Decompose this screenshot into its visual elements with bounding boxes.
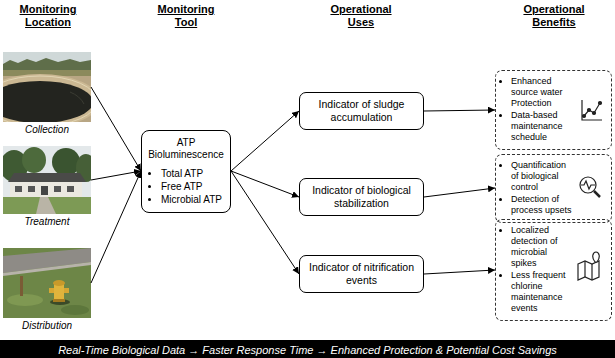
location-caption: Distribution	[22, 320, 72, 332]
line-chart-icon	[599, 102, 602, 105]
distribution-photo	[3, 248, 91, 318]
process-box: Indicator of nitrification events	[299, 255, 424, 293]
connector-arrow	[424, 188, 495, 197]
distribution-photo	[49, 288, 54, 293]
magnifier-icon	[581, 181, 595, 189]
bullet-list: Quantification of biological controlDete…	[500, 160, 575, 216]
distribution-photo	[53, 280, 65, 286]
bullet-list: Localized detection of microbial spikesL…	[500, 225, 575, 314]
treatment-photo	[67, 186, 74, 192]
bullet-item: Detection of process upsets	[511, 194, 575, 216]
map-icon	[593, 252, 599, 262]
tool-heading: ATP Bioluminescence	[147, 137, 225, 161]
distribution-photo	[53, 299, 65, 302]
magnifier-icon	[580, 177, 600, 197]
treatment-photo	[36, 197, 56, 214]
bullet-item: Quantification of biological control	[511, 160, 575, 193]
distribution-photo	[7, 294, 43, 306]
process-box: Indicator of biological stabilization	[299, 178, 424, 216]
distribution-photo	[3, 262, 91, 276]
column-header: Operational Benefits	[514, 3, 594, 29]
treatment-photo	[54, 186, 61, 192]
benefit-box: Localized detection of microbial spikesL…	[495, 219, 612, 321]
location-caption: Treatment	[25, 216, 70, 228]
location-photo: Distribution	[3, 248, 91, 318]
location-photo: Collection	[3, 52, 91, 122]
line-chart-icon	[582, 100, 602, 120]
column-header: Monitoring Location	[8, 3, 88, 29]
location-caption: Collection	[25, 124, 69, 136]
line-chart-icon	[584, 103, 600, 116]
bullet-item: Microbial ATP	[161, 193, 225, 206]
bullet-item: Localized detection of microbial spikes	[511, 225, 575, 269]
column-header: Operational Uses	[321, 3, 401, 29]
connector-arrow	[91, 171, 141, 180]
map-icon	[578, 261, 599, 280]
connector-arrow	[91, 87, 141, 171]
bullet-item: Free ATP	[161, 180, 225, 193]
distribution-photo	[20, 276, 23, 296]
benefit-box: Enhanced source water ProtectionData-bas…	[495, 70, 612, 150]
connector-arrow	[424, 270, 495, 274]
line-chart-icon	[588, 109, 591, 112]
distribution-photo	[61, 305, 89, 315]
bullet-item: Data-based maintenance schedule	[511, 110, 575, 143]
bullet-item: Enhanced source water Protection	[511, 76, 575, 109]
connector-arrow	[91, 171, 141, 283]
collection-photo	[3, 52, 91, 122]
connector-arrow	[424, 110, 495, 111]
treatment-photo	[3, 146, 91, 214]
connector-arrow	[231, 111, 299, 171]
connector-arrow	[231, 171, 299, 197]
line-chart-icon	[583, 115, 586, 118]
map-icon	[578, 252, 599, 280]
box-text: Indicator of sludge accumulation	[306, 98, 417, 124]
bullet-item: Less frequent chlorine maintenance event…	[511, 270, 575, 314]
process-box: Indicator of sludge accumulation	[299, 92, 424, 130]
map-icon	[584, 261, 585, 277]
box-text: Indicator of nitrification events	[306, 261, 417, 287]
collection-photo	[3, 58, 91, 71]
bullet-list: Total ATPFree ATPMicrobial ATP	[147, 167, 225, 206]
summary-band: Real-Time Biological Data → Faster Respo…	[0, 340, 615, 358]
line-chart-icon	[582, 100, 602, 120]
column-header: Monitoring Tool	[146, 3, 226, 29]
treatment-photo	[52, 148, 80, 176]
connector-arrow	[231, 171, 299, 274]
line-chart-icon	[593, 112, 596, 115]
treatment-photo	[28, 186, 35, 192]
magnifier-icon	[594, 191, 600, 197]
bullet-item: Total ATP	[161, 167, 225, 180]
collection-photo	[3, 76, 91, 122]
benefit-box: Quantification of biological controlDete…	[495, 154, 612, 223]
location-photo: Treatment	[3, 146, 91, 214]
map-icon	[591, 264, 592, 280]
treatment-photo	[15, 186, 22, 192]
treatment-photo	[8, 173, 86, 182]
treatment-photo	[41, 186, 48, 195]
summary-text: Real-Time Biological Data → Faster Respo…	[58, 344, 557, 356]
bullet-list: Enhanced source water ProtectionData-bas…	[500, 76, 575, 143]
collection-photo	[3, 81, 91, 122]
distribution-photo	[64, 288, 69, 293]
distribution-photo	[50, 299, 70, 305]
magnifier-icon	[580, 177, 596, 193]
box-text: Indicator of biological stabilization	[306, 184, 417, 210]
collection-photo	[3, 74, 91, 122]
tool-box: ATP BioluminescenceTotal ATPFree ATPMicr…	[141, 130, 231, 213]
distribution-photo	[3, 248, 91, 318]
collection-photo	[70, 92, 84, 104]
treatment-photo	[3, 197, 91, 214]
treatment-photo	[22, 147, 46, 173]
treatment-photo	[10, 182, 82, 197]
